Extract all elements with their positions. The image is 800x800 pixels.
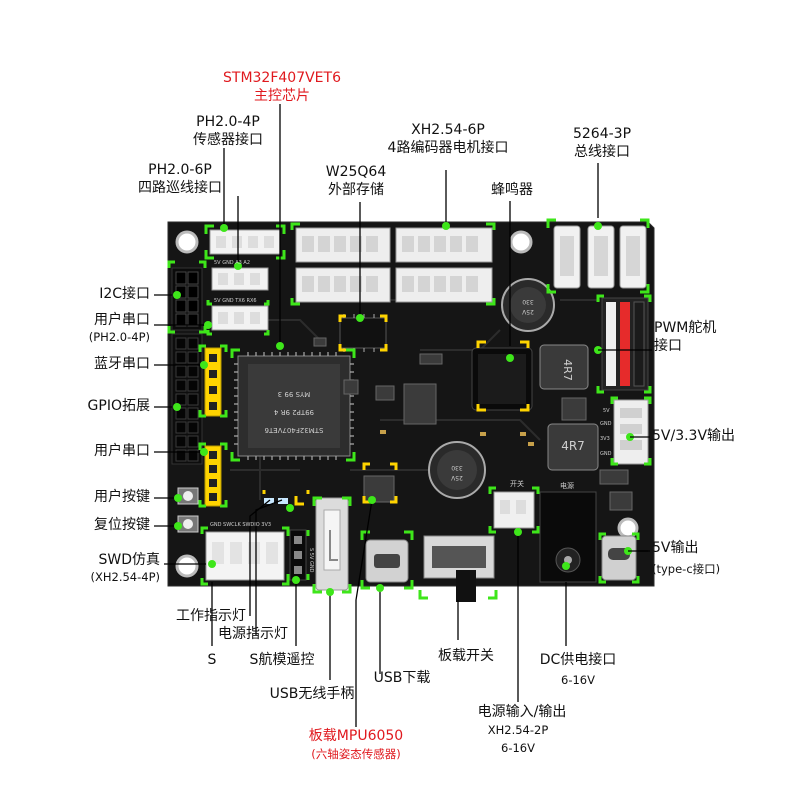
dc-silk: 电源 — [560, 481, 574, 490]
line-silk: 5V GND TX6 RX6 — [214, 298, 257, 304]
pwm-silk-gnd: GND — [600, 421, 612, 427]
sensor-model-label: PH2.0-4P — [196, 114, 260, 130]
inductor-bottom — [547, 423, 599, 471]
type-c-port — [601, 535, 637, 581]
uart-user-label: 用户串口 — [94, 312, 150, 328]
cap-text-bottom: 330 — [451, 464, 463, 471]
dc-range-label: 6-16V — [561, 673, 595, 687]
usb-gamepad-label: USB无线手柄 — [269, 686, 355, 702]
cap-text-top: 330 — [522, 298, 534, 305]
swd-label: SWD仿真 — [98, 552, 160, 568]
swd-sub-label: (XH2.54-4P) — [90, 570, 160, 584]
gpio-header — [171, 333, 203, 465]
power-io-label: 电源输入/输出 — [477, 704, 567, 720]
reset-key-label: 复位按键 — [94, 517, 150, 533]
pwm-silk-3v3: 3V3 — [600, 436, 610, 442]
flash-desc-label: 外部存储 — [328, 182, 384, 198]
power-led-label: 电源指示灯 — [218, 626, 288, 642]
i2c-label: I2C接口 — [99, 286, 150, 302]
micro-usb-port — [365, 539, 409, 583]
encoder-desc-label: 4路编码器电机接口 — [387, 140, 509, 156]
sensor-connector — [209, 229, 281, 255]
line-model-label: PH2.0-6P — [148, 162, 212, 178]
uart-header — [204, 445, 222, 507]
power-io-range-label: 6-16V — [501, 741, 535, 755]
bluetooth-label: 蓝牙串口 — [94, 356, 150, 372]
mcu-chip — [234, 352, 354, 460]
cap-text-top2: 25V — [521, 308, 534, 315]
gpio-label: GPIO拓展 — [87, 398, 150, 414]
flash-model-label: W25Q64 — [325, 164, 387, 180]
mpu-desc-label: (六轴姿态传感器) — [311, 747, 401, 761]
bluetooth-header — [204, 347, 222, 417]
chip-text-1: MYS 99 3 — [278, 390, 311, 398]
bus-model-label: 5264-3P — [572, 126, 632, 142]
pwm-header — [601, 297, 649, 391]
line-connector-a — [211, 267, 269, 291]
uart-user2-label: 用户串口 — [94, 443, 150, 459]
chip-text-2: 99TP2 9R 4 — [273, 408, 314, 416]
power-switch — [423, 535, 495, 602]
s-silk: S 5V GND — [308, 548, 314, 573]
s-pin-label: S — [207, 652, 217, 668]
buzzer-label: 蜂鸣器 — [491, 182, 533, 198]
inductor-text-top: 4R7 — [561, 359, 574, 381]
flash-chip — [339, 314, 387, 352]
chip-text-3: STM32F407VET6 — [264, 426, 324, 434]
inductor-text-bottom: 4R7 — [561, 439, 585, 453]
out-5v-label: 5V输出 — [652, 540, 699, 556]
switch-silk: 开关 — [510, 479, 524, 488]
dc-power-label: DC供电接口 — [539, 652, 617, 668]
s-header — [289, 529, 307, 581]
reset-button-part — [177, 515, 199, 533]
usb-a-port — [315, 497, 349, 591]
pwm-label-2: 接口 — [654, 338, 682, 354]
work-led-label: 工作指示灯 — [176, 608, 246, 624]
board-switch-label: 板载开关 — [438, 648, 494, 664]
out-5v-sub-label: (type-c接口) — [652, 562, 721, 576]
uart-user-sub-label: (PH2.0-4P) — [88, 330, 150, 344]
cap-text-bottom2: 25V — [450, 474, 463, 481]
mpu-label: 板载MPU6050 — [308, 728, 404, 744]
line-connector-b — [211, 305, 269, 331]
bus-connectors — [553, 225, 647, 289]
inductor-top — [539, 344, 589, 390]
power-io-connector — [493, 491, 535, 529]
sensor-silk: 5V GND A3 A2 — [214, 260, 250, 266]
highlight-brackets — [167, 218, 652, 600]
s-model-label: S航模遥控 — [249, 652, 315, 668]
pwm-label-1: PWM舵机 — [654, 320, 717, 336]
cap-top — [501, 278, 555, 332]
power-io-model-label: XH2.54-2P — [487, 723, 549, 737]
bus-desc-label: 总线接口 — [574, 144, 630, 160]
user-key-label: 用户按键 — [94, 489, 150, 505]
swd-silk: GND SWCLK SWDIO 3V3 — [210, 522, 271, 528]
out-5v33-label: 5V/3.3V输出 — [652, 428, 736, 444]
callout-lines — [154, 104, 652, 727]
output-connector — [613, 399, 649, 465]
pwm-silk-5v: 5V — [603, 408, 610, 414]
mcu-model-label: STM32F407VET6 — [223, 70, 341, 86]
usb-download-label: USB下载 — [373, 670, 431, 686]
mcu-desc-label: 主控芯片 — [254, 88, 310, 104]
sensor-desc-label: 传感器接口 — [193, 132, 263, 148]
cap-bottom — [428, 441, 486, 499]
buzzer-part — [471, 347, 533, 411]
encoder-model-label: XH2.54-6P — [411, 122, 485, 138]
i2c-header — [171, 267, 203, 331]
pwm-silk-gnd2: GND — [600, 451, 612, 457]
swd-connector — [205, 531, 285, 581]
mounting-holes — [175, 230, 639, 578]
line-desc-label: 四路巡线接口 — [138, 180, 222, 196]
